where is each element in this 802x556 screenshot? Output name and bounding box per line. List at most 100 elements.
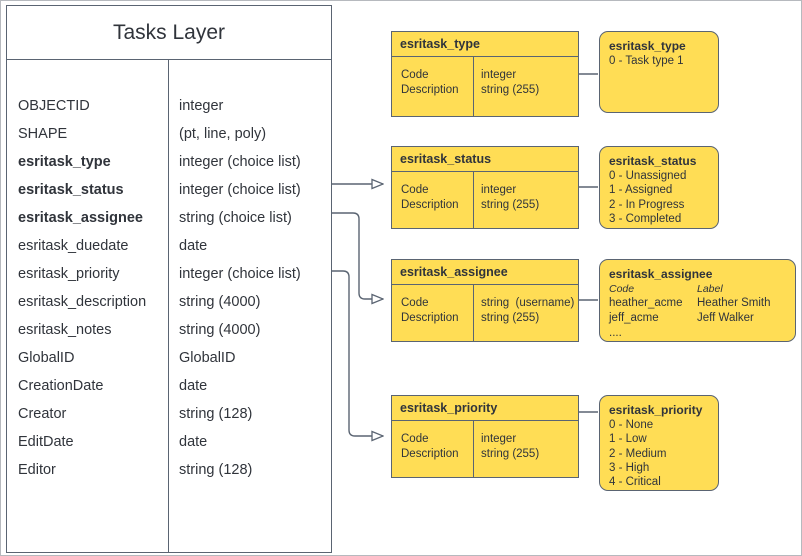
table-row[interactable]: esritask_assignee string (choice list) (7, 204, 331, 232)
table-row[interactable]: esritask_notes string (4000) (7, 316, 331, 344)
value-box-header-label: Label (697, 283, 723, 295)
value-box-esritask-type[interactable]: esritask_type 0 - Task type 1 (599, 31, 719, 113)
domain-table-esritask-type[interactable]: esritask_type Code Description integer s… (391, 31, 579, 117)
field-type: string (128) (179, 462, 253, 478)
field-type: integer (choice list) (179, 182, 301, 198)
domain-field-types: string (username) string (255) (481, 297, 575, 324)
domain-table-body: Code Description string (username) strin… (392, 285, 578, 341)
column-divider (473, 285, 474, 341)
value-box-item: 3 - High (609, 461, 650, 474)
field-name: esritask_type (18, 154, 111, 170)
field-name: Editor (18, 462, 56, 478)
domain-field-names: Code Description (401, 297, 459, 324)
field-type: string (choice list) (179, 210, 292, 226)
value-box-row: .... (609, 326, 786, 341)
field-type: string (128) (179, 406, 253, 422)
value-box-item: 4 - Critical (609, 476, 661, 489)
value-box-esritask-priority[interactable]: esritask_priority 0 - None 1 - Low 2 - M… (599, 395, 719, 491)
value-box-row: jeff_acme Jeff Walker (609, 311, 786, 326)
field-name: Creator (18, 406, 67, 422)
page-title: Tasks Layer (7, 6, 331, 60)
field-type: date (179, 378, 208, 394)
value-box-header-code: Code (609, 283, 635, 295)
domain-table-title: esritask_status (392, 147, 578, 172)
value-box-item: 1 - Assigned (609, 184, 673, 197)
field-rows: OBJECTID integer SHAPE (pt, line, poly) … (7, 60, 331, 484)
field-name: esritask_assignee (18, 210, 143, 226)
value-box-header-row: Code Label (609, 282, 786, 296)
table-row[interactable]: esritask_type integer (choice list) (7, 148, 331, 176)
domain-field-types: integer string (255) (481, 433, 540, 460)
domain-field-names: Code Description (401, 69, 459, 96)
value-box-title: esritask_status (609, 154, 697, 168)
domain-field-types: integer string (255) (481, 69, 540, 96)
table-row[interactable]: SHAPE (pt, line, poly) (7, 120, 331, 148)
field-type: date (179, 238, 208, 254)
field-name: esritask_priority (18, 266, 120, 282)
domain-table-title: esritask_type (392, 32, 578, 57)
value-code: heather_acme (609, 297, 683, 309)
tasks-layer-table[interactable]: Tasks Layer OBJECTID integer SHAPE (pt, … (6, 5, 332, 553)
table-row[interactable]: esritask_duedate date (7, 232, 331, 260)
domain-field-types: integer string (255) (481, 184, 540, 211)
domain-table-body: Code Description integer string (255) (392, 421, 578, 477)
value-box-item: 1 - Low (609, 433, 647, 446)
value-box-item: 0 - Unassigned (609, 170, 687, 182)
table-row[interactable]: GlobalID GlobalID (7, 344, 331, 372)
field-type: (pt, line, poly) (179, 126, 267, 142)
field-name: CreationDate (18, 378, 104, 394)
column-divider (473, 421, 474, 477)
table-row[interactable]: EditDate date (7, 428, 331, 456)
value-box-item: 0 - Task type 1 (609, 55, 684, 67)
field-type: string (4000) (179, 294, 261, 310)
field-name: GlobalID (18, 350, 75, 366)
value-box-title: esritask_type (609, 39, 686, 53)
value-box-item: 3 - Completed (609, 212, 682, 225)
connector-assignee (332, 212, 383, 299)
column-divider (473, 57, 474, 116)
field-type: integer (choice list) (179, 154, 301, 170)
domain-table-esritask-assignee[interactable]: esritask_assignee Code Description strin… (391, 259, 579, 342)
domain-table-esritask-priority[interactable]: esritask_priority Code Description integ… (391, 395, 579, 478)
domain-field-names: Code Description (401, 433, 459, 460)
table-row[interactable]: Creator string (128) (7, 400, 331, 428)
value-box-title: esritask_assignee (609, 267, 713, 281)
field-name: EditDate (18, 434, 74, 450)
field-name: esritask_notes (18, 322, 112, 338)
value-box-item: 2 - Medium (609, 447, 667, 460)
field-type: date (179, 434, 208, 450)
column-divider (473, 172, 474, 228)
domain-table-body: Code Description integer string (255) (392, 57, 578, 116)
domain-field-names: Code Description (401, 184, 459, 211)
table-row[interactable]: OBJECTID integer (7, 92, 331, 120)
value-code: .... (609, 326, 622, 339)
field-name: OBJECTID (18, 98, 90, 114)
column-divider (168, 60, 169, 552)
field-name: SHAPE (18, 126, 68, 142)
value-box-item: 2 - In Progress (609, 198, 685, 211)
domain-table-title: esritask_assignee (392, 260, 578, 285)
connector-priority (332, 270, 383, 436)
field-type: GlobalID (179, 350, 236, 366)
table-row[interactable]: esritask_status integer (choice list) (7, 176, 331, 204)
domain-table-title: esritask_priority (392, 396, 578, 421)
domain-table-body: Code Description integer string (255) (392, 172, 578, 228)
domain-table-esritask-status[interactable]: esritask_status Code Description integer… (391, 146, 579, 229)
value-box-esritask-assignee[interactable]: esritask_assignee Code Label heather_acm… (599, 259, 796, 342)
field-name: esritask_status (18, 182, 124, 198)
value-box-title: esritask_priority (609, 403, 703, 417)
table-row[interactable]: esritask_description string (4000) (7, 288, 331, 316)
field-type: integer (choice list) (179, 266, 301, 282)
value-box-item: 0 - None (609, 419, 654, 431)
value-box-row: heather_acme Heather Smith (609, 296, 786, 311)
field-type: integer (179, 98, 224, 114)
table-row[interactable]: Editor string (128) (7, 456, 331, 484)
table-row[interactable]: esritask_priority integer (choice list) (7, 260, 331, 288)
value-box-esritask-status[interactable]: esritask_status 0 - Unassigned 1 - Assig… (599, 146, 719, 229)
value-code: jeff_acme (609, 311, 659, 324)
field-name: esritask_description (18, 294, 147, 310)
field-name: esritask_duedate (18, 238, 129, 254)
table-row[interactable]: CreationDate date (7, 372, 331, 400)
value-label: Jeff Walker (697, 311, 754, 324)
